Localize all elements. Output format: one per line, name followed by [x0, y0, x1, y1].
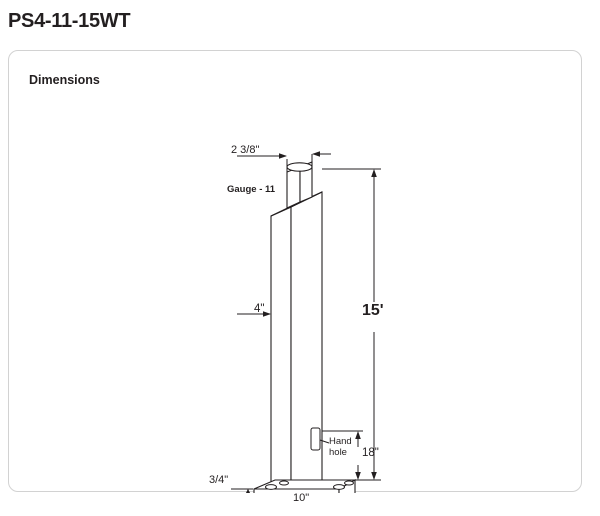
label-hand-hole-height: 18" — [362, 447, 379, 459]
label-shaft-width: 4" — [254, 303, 265, 315]
label-overall-height: 15' — [362, 302, 384, 319]
dimensions-panel: Dimensions — [8, 50, 582, 504]
pole-dimension-drawing — [231, 151, 381, 493]
label-gauge: Gauge - 11 — [227, 184, 276, 195]
label-hand-hole-line2: hole — [329, 447, 347, 458]
panel-title: Dimensions — [29, 73, 100, 87]
label-hand-hole-line1: Hand — [329, 436, 352, 447]
label-base-plate-thickness: 3/4" — [209, 474, 229, 486]
label-base-plate-width: 10" — [293, 492, 310, 504]
label-top-width: 2 3/8" — [231, 144, 260, 156]
page-title: PS4-11-15WT — [8, 10, 131, 32]
